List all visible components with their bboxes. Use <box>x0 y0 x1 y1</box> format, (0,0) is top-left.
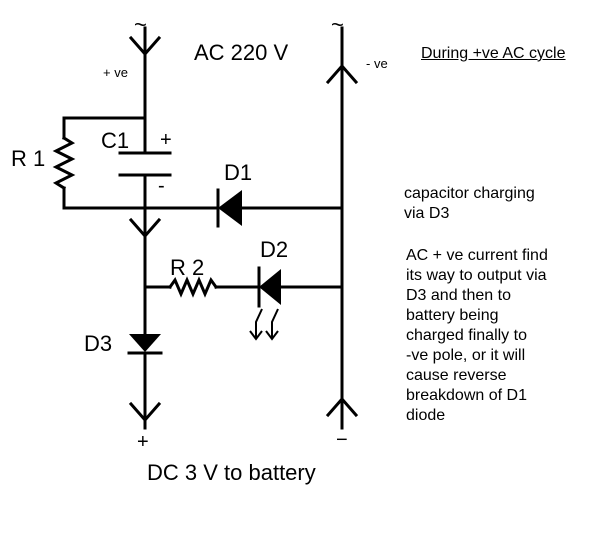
r2-resistor <box>143 276 260 298</box>
d1-label: D1 <box>224 160 253 185</box>
d2-led <box>249 266 344 341</box>
note-line: -ve pole, or it will <box>406 347 526 364</box>
ac-symbol-right: ~ <box>331 12 344 37</box>
c1-plus-label: + <box>160 129 172 151</box>
cycle-title: During +ve AC cycle <box>421 45 566 62</box>
c1-minus-label: - <box>158 175 165 197</box>
output-plus-label: + <box>137 431 149 453</box>
r1-label: R 1 <box>11 146 46 171</box>
note-line: its way to output via <box>406 267 547 284</box>
c1-capacitor <box>118 116 172 287</box>
note-line: breakdown of D1 <box>406 387 527 404</box>
c1-label: C1 <box>101 128 130 153</box>
d2-label: D2 <box>260 237 289 262</box>
note-charging-line: capacitor charging <box>404 185 535 202</box>
note-charging: capacitor charging via D3 <box>404 184 535 224</box>
note-charging-line: via D3 <box>404 205 450 222</box>
r2-label: R 2 <box>170 255 205 280</box>
note-line: charged finally to <box>406 327 527 344</box>
note-line: AC + ve current find <box>406 247 548 264</box>
note-line: battery being <box>406 307 499 324</box>
d3-label: D3 <box>84 331 113 356</box>
output-minus-label: − <box>336 429 348 451</box>
ac-voltage-label: AC 220 V <box>194 40 289 65</box>
plus-ve-label: + ve <box>103 65 128 80</box>
note-line: diode <box>406 407 446 424</box>
ac-input-left-arrow <box>128 26 162 120</box>
note-line: D3 and then to <box>406 287 511 304</box>
note-explanation: AC + ve current find its way to output v… <box>406 246 548 426</box>
right-rail <box>325 26 359 430</box>
ac-symbol-left: ~ <box>134 12 147 37</box>
minus-ve-label: - ve <box>366 56 388 71</box>
r1-resistor <box>52 116 147 210</box>
d1-diode <box>143 188 344 228</box>
dc-output-label: DC 3 V to battery <box>147 460 316 485</box>
note-line: cause reverse <box>406 367 507 384</box>
d3-diode <box>127 283 163 430</box>
